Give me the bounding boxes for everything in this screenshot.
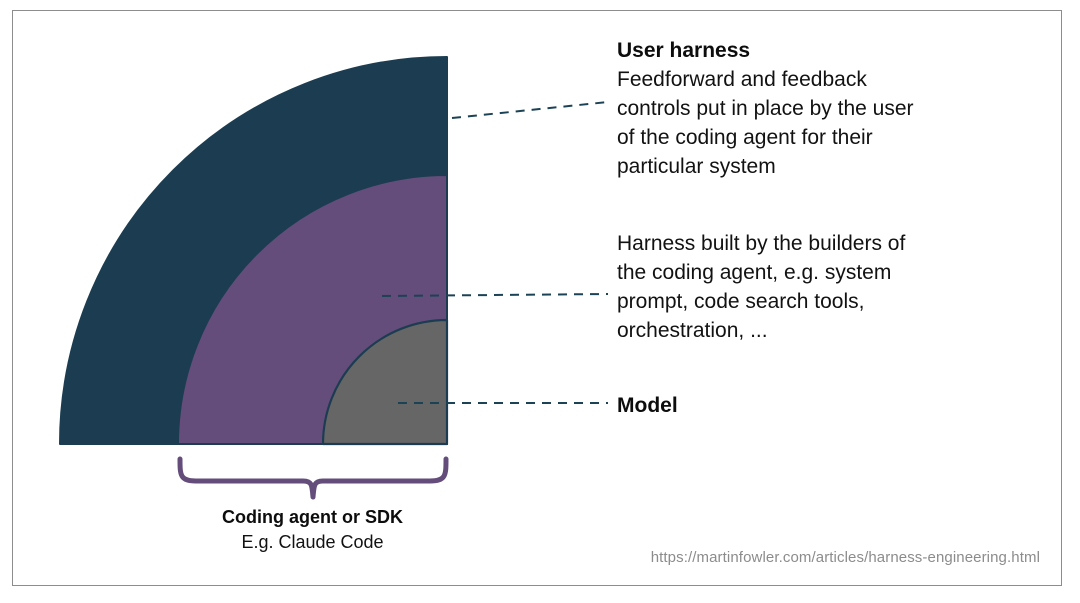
label-model-heading: Model bbox=[617, 394, 678, 417]
label-user-harness-line-2: controls put in place by the user bbox=[617, 97, 914, 120]
label-user-harness: User harness Feedforward and feedback co… bbox=[617, 36, 1037, 181]
label-user-harness-line-4: particular system bbox=[617, 155, 776, 178]
label-builder-harness: Harness built by the builders of the cod… bbox=[617, 229, 1037, 345]
label-builder-harness-line-3: prompt, code search tools, bbox=[617, 290, 865, 313]
brace-caption-title: Coding agent or SDK bbox=[222, 507, 403, 527]
label-model: Model bbox=[617, 391, 917, 420]
brace-caption: Coding agent or SDK E.g. Claude Code bbox=[140, 505, 485, 555]
layer-model-wedge bbox=[321, 318, 449, 446]
wedge-axes bbox=[60, 57, 448, 445]
label-builder-harness-line-1: Harness built by the builders of bbox=[617, 232, 906, 255]
label-user-harness-line-3: of the coding agent for their bbox=[617, 126, 873, 149]
brace-caption-example: E.g. Claude Code bbox=[241, 532, 384, 552]
leader-line-user-harness bbox=[451, 101, 609, 119]
label-user-harness-line-1: Feedforward and feedback bbox=[617, 68, 867, 91]
label-builder-harness-line-2: the coding agent, e.g. system bbox=[617, 261, 892, 284]
source-url: https://martinfowler.com/articles/harnes… bbox=[650, 549, 1040, 566]
label-builder-harness-line-4: orchestration, ... bbox=[617, 319, 768, 342]
label-user-harness-heading: User harness bbox=[617, 39, 751, 62]
coding-agent-brace bbox=[177, 456, 449, 500]
leader-line-builder-harness bbox=[381, 293, 609, 297]
